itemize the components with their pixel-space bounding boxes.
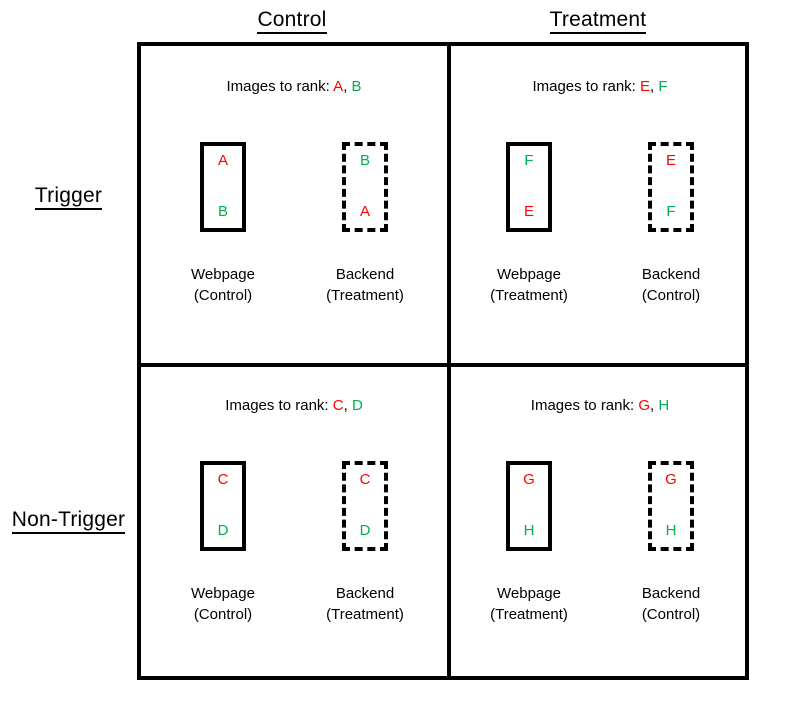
stack-letter-top: F: [524, 152, 534, 169]
images-to-rank-prefix: Images to rank:: [226, 78, 330, 95]
row-header-non-trigger-label: Non-Trigger: [11, 508, 126, 534]
stack-letter-top: C: [217, 471, 229, 488]
image-stack-box-solid: G H: [506, 461, 552, 551]
image-stack-caption: Backend (Control): [601, 264, 741, 307]
stack-letter-bottom: F: [666, 203, 676, 220]
caption-line-2: (Treatment): [326, 606, 404, 624]
row-header-non-trigger: Non-Trigger: [0, 508, 137, 534]
stack-letter-top: E: [665, 152, 676, 169]
caption-line-1: Backend: [641, 266, 701, 283]
images-to-rank-label: Images to rank: E, F: [447, 78, 753, 95]
rank-separator: ,: [343, 397, 348, 414]
caption-line-1: Backend: [335, 266, 395, 283]
stack-letter-bottom: A: [359, 203, 370, 220]
column-header-control: Control: [137, 8, 447, 34]
rank-letter-1: C: [332, 397, 344, 414]
column-header-control-label: Control: [257, 8, 327, 34]
column-header-treatment-label: Treatment: [549, 8, 647, 34]
image-stack-backend: E F Backend (Control): [601, 142, 741, 307]
grid-divider-vertical: [447, 46, 451, 676]
rank-letter-1: G: [638, 397, 651, 414]
images-to-rank-label: Images to rank: A, B: [141, 78, 447, 95]
image-stack-box-dashed: G H: [648, 461, 694, 551]
caption-line-2: (Treatment): [490, 606, 568, 624]
image-stack-box-solid: A B: [200, 142, 246, 232]
image-stack-webpage: G H Webpage (Treatment): [459, 461, 599, 626]
image-stack-box-solid: C D: [200, 461, 246, 551]
stack-letter-top: B: [359, 152, 370, 169]
quadrant-nontrigger-treatment: Images to rank: G, H G H Webpage (Treatm…: [447, 365, 753, 684]
stack-letter-top: G: [665, 471, 677, 488]
image-stack-box-dashed: E F: [648, 142, 694, 232]
row-header-trigger-label: Trigger: [34, 184, 103, 210]
stack-letter-bottom: B: [217, 203, 228, 220]
rank-letter-1: E: [640, 78, 651, 95]
caption-line-2: (Treatment): [490, 287, 568, 305]
rank-letter-2: F: [658, 78, 668, 95]
caption-line-1: Webpage: [191, 585, 255, 602]
images-to-rank-prefix: Images to rank:: [225, 397, 329, 414]
rank-letter-1: A: [333, 78, 344, 95]
image-stack-webpage: F E Webpage (Treatment): [459, 142, 599, 307]
grid-divider-horizontal: [141, 363, 745, 367]
rank-separator: ,: [343, 78, 348, 95]
image-stack-caption: Webpage (Control): [153, 264, 293, 307]
caption-line-2: (Treatment): [326, 287, 404, 305]
rank-letter-2: B: [351, 78, 362, 95]
stack-letter-bottom: D: [359, 522, 371, 539]
caption-line-1: Webpage: [191, 266, 255, 283]
quadrant-trigger-treatment: Images to rank: E, F F E Webpage (Treatm…: [447, 46, 753, 365]
caption-line-1: Webpage: [497, 266, 561, 283]
caption-line-1: Backend: [641, 585, 701, 602]
image-stack-caption: Webpage (Control): [153, 583, 293, 626]
image-stack-webpage: A B Webpage (Control): [153, 142, 293, 307]
caption-line-1: Webpage: [497, 585, 561, 602]
image-stack-box-dashed: C D: [342, 461, 388, 551]
column-header-treatment: Treatment: [447, 8, 749, 34]
image-stack-caption: Webpage (Treatment): [459, 264, 599, 307]
image-stack-backend: G H Backend (Control): [601, 461, 741, 626]
image-stack-webpage: C D Webpage (Control): [153, 461, 293, 626]
caption-line-2: (Control): [193, 606, 253, 624]
images-to-rank-label: Images to rank: C, D: [141, 397, 447, 414]
quadrant-trigger-control: Images to rank: A, B A B Webpage (Contro…: [141, 46, 447, 365]
image-stack-caption: Backend (Control): [601, 583, 741, 626]
image-stack-box-dashed: B A: [342, 142, 388, 232]
design-matrix-frame: Images to rank: A, B A B Webpage (Contro…: [137, 42, 749, 680]
rank-separator: ,: [650, 78, 655, 95]
image-stack-caption: Backend (Treatment): [295, 583, 435, 626]
stack-letter-top: G: [523, 471, 535, 488]
rank-separator: ,: [650, 397, 655, 414]
stack-letter-bottom: H: [665, 522, 677, 539]
image-stack-box-solid: F E: [506, 142, 552, 232]
images-to-rank-label: Images to rank: G, H: [447, 397, 753, 414]
caption-line-2: (Control): [641, 606, 701, 624]
caption-line-2: (Control): [193, 287, 253, 305]
image-stack-caption: Webpage (Treatment): [459, 583, 599, 626]
rank-letter-2: H: [658, 397, 670, 414]
quadrant-nontrigger-control: Images to rank: C, D C D Webpage (Contro…: [141, 365, 447, 684]
rank-letter-2: D: [351, 397, 363, 414]
stack-letter-bottom: H: [523, 522, 535, 539]
images-to-rank-prefix: Images to rank:: [530, 397, 635, 414]
caption-line-1: Backend: [335, 585, 395, 602]
image-stack-caption: Backend (Treatment): [295, 264, 435, 307]
stack-letter-bottom: E: [523, 203, 534, 220]
stack-letter-top: A: [217, 152, 228, 169]
stack-letter-top: C: [359, 471, 371, 488]
image-stack-backend: C D Backend (Treatment): [295, 461, 435, 626]
stack-letter-bottom: D: [217, 522, 229, 539]
images-to-rank-prefix: Images to rank:: [532, 78, 636, 95]
caption-line-2: (Control): [641, 287, 701, 305]
image-stack-backend: B A Backend (Treatment): [295, 142, 435, 307]
row-header-trigger: Trigger: [0, 184, 137, 210]
